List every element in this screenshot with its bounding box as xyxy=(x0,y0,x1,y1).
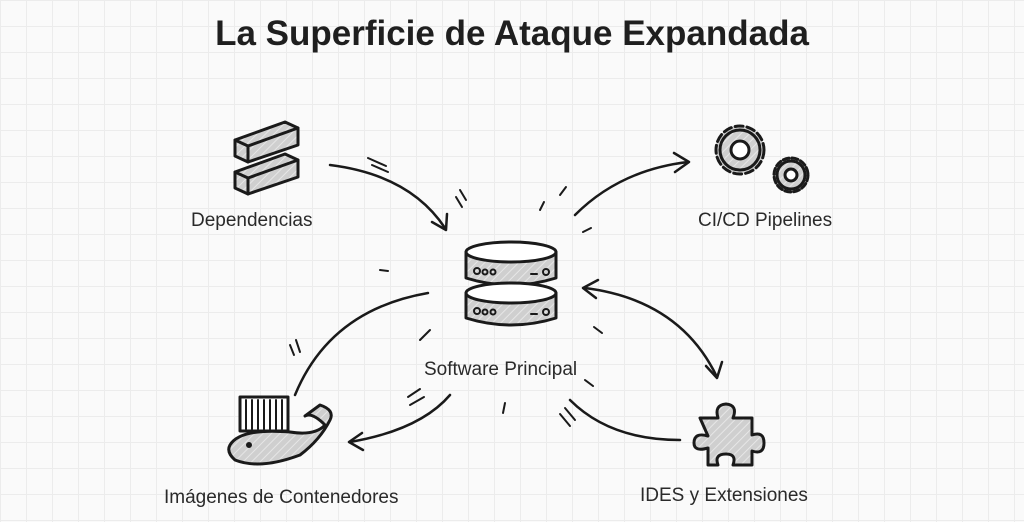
dependencies-icon xyxy=(233,120,300,196)
connection-arrows xyxy=(293,151,724,452)
container-whale-icon xyxy=(227,395,333,466)
emphasis-strokes xyxy=(289,157,603,427)
gears-icon xyxy=(714,124,810,194)
database-icon xyxy=(464,240,558,327)
puzzle-icon xyxy=(692,402,766,467)
label-ides: IDES y Extensiones xyxy=(640,485,808,506)
label-cicd: CI/CD Pipelines xyxy=(698,210,833,231)
page-title: La Superficie de Ataque Expandada xyxy=(215,14,809,53)
label-dependencies: Dependencias xyxy=(191,210,313,231)
label-containers: Imágenes de Contenedores xyxy=(164,487,399,508)
label-center: Software Principal xyxy=(424,359,578,380)
